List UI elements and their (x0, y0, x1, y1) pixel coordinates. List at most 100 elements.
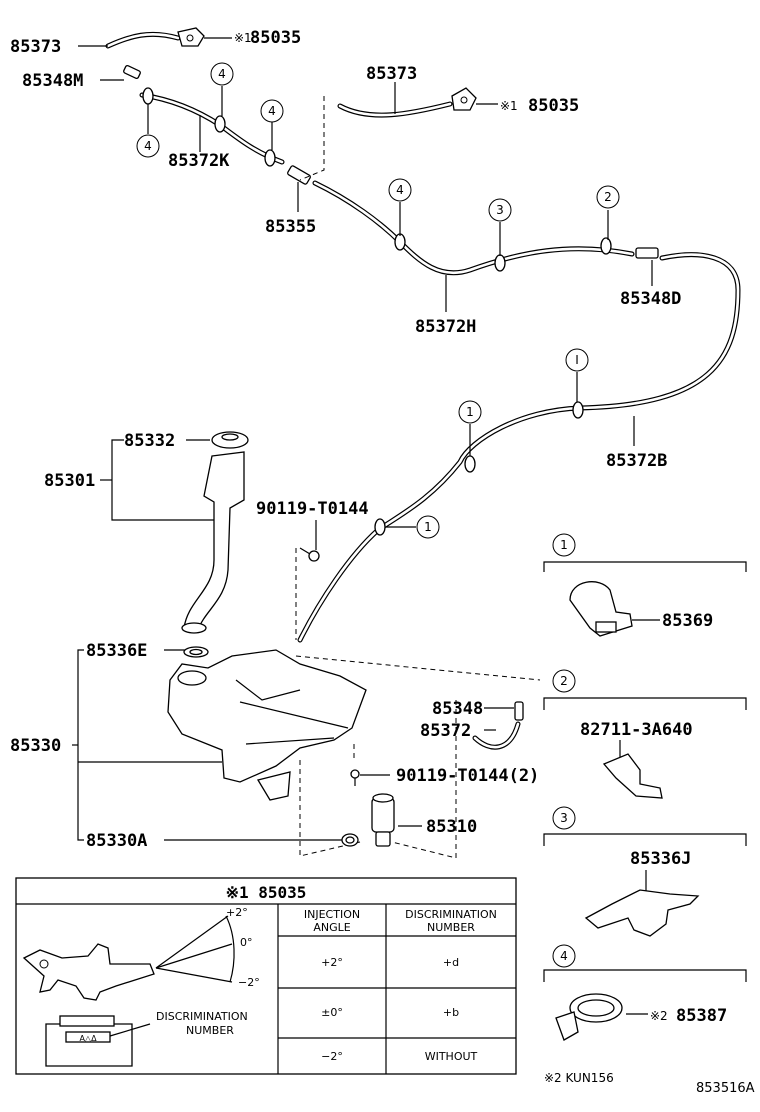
nozzle-85035-left (177, 27, 205, 47)
svg-text:4: 4 (560, 949, 568, 963)
callout-3: 3 (488, 198, 512, 222)
label-85348M: 85348M (22, 71, 83, 91)
cap-85332 (211, 431, 249, 449)
hose-85372B (297, 252, 741, 643)
row-angle: −2° (321, 1050, 343, 1063)
label-85373-right: 85373 (366, 64, 417, 84)
joint-85348M (123, 65, 141, 79)
header-disc-l1: DISCRIMINATION (405, 908, 497, 921)
svg-text:4: 4 (268, 104, 276, 118)
hose-85373-left (105, 31, 181, 49)
label-85035-right: 85035 (528, 96, 579, 116)
nozzle-spray-figure: +2° 0° −2° (22, 906, 260, 1001)
label-85373-left: 85373 (10, 37, 61, 57)
label-85035-left: 85035 (250, 28, 301, 48)
callout-1: 1 (458, 400, 482, 424)
hose-85373-right (337, 101, 453, 118)
disc-label-l1: DISCRIMINATION (156, 1010, 248, 1023)
joint-85348D (635, 247, 659, 259)
row-disc: WITHOUT (425, 1050, 478, 1063)
label-85336E: 85336E (86, 641, 147, 661)
header-disc-l2: NUMBER (427, 921, 475, 934)
svg-text:2: 2 (604, 190, 612, 204)
detail-panel-2: 2 82711-3A640 (543, 669, 747, 799)
callout-1: 1 (416, 515, 440, 539)
svg-text:2: 2 (560, 674, 568, 688)
callout-4: 4 (210, 62, 234, 86)
hose-85372H (312, 180, 635, 276)
leader-lines (72, 37, 660, 1015)
callout-4: 4 (136, 134, 160, 158)
label-85348D: 85348D (620, 289, 681, 309)
disc-label-l2: NUMBER (186, 1024, 234, 1037)
header-injection-l1: INJECTION (304, 908, 360, 921)
svg-text:1: 1 (424, 520, 432, 534)
grommet-85336E (183, 646, 209, 658)
label-85372H: 85372H (415, 317, 476, 337)
pump-85310 (371, 793, 395, 847)
callout-4: 4 (260, 99, 284, 123)
bolt-90119-top (299, 547, 320, 562)
svg-text:4: 4 (396, 183, 404, 197)
label-85332: 85332 (124, 431, 175, 451)
label-90119-mid: 90119-T0144(2) (396, 766, 539, 786)
svg-text:I: I (575, 353, 579, 367)
grommet-85330A (341, 833, 359, 847)
label-85348: 85348 (432, 699, 483, 719)
svg-text:3: 3 (560, 811, 568, 825)
label-82711: 82711-3A640 (580, 720, 693, 740)
tank-85330 (167, 649, 367, 801)
label-85387: 85387 (676, 1006, 727, 1026)
svg-text:1: 1 (466, 405, 474, 419)
svg-text:4: 4 (144, 139, 152, 153)
detail-panel-1: 1 85369 (543, 533, 747, 637)
nozzle-85035-right (451, 87, 477, 111)
callout-circles: 4 4 4 4 3 2 I 1 1 (136, 62, 620, 539)
label-90119-top: 90119-T0144 (256, 499, 369, 519)
row-disc: +d (443, 956, 459, 969)
label-85336J: 85336J (630, 849, 691, 869)
mark-1-left: ※1 (234, 31, 252, 45)
callout-4: 4 (388, 178, 412, 202)
disc-stamp: A△Δ (79, 1034, 97, 1043)
row-angle: +2° (321, 956, 343, 969)
dashed-lines (295, 96, 541, 859)
label-85355: 85355 (265, 217, 316, 237)
svg-text:3: 3 (496, 203, 504, 217)
hose-clamps (142, 87, 612, 536)
callout-2: 2 (596, 185, 620, 209)
row-angle: ±0° (321, 1006, 343, 1019)
part-number-labels: 85373 ※1 85035 85348M 85372K 85355 85373… (10, 28, 681, 851)
hose-85372-pump (472, 721, 521, 750)
header-injection-l2: ANGLE (313, 921, 350, 934)
detail-panel-3: 3 85336J (543, 806, 747, 937)
angle-plus: +2° (226, 906, 248, 919)
label-85372B: 85372B (606, 451, 667, 471)
label-85369: 85369 (662, 611, 713, 631)
svg-text:1: 1 (560, 538, 568, 552)
callout-I: I (565, 348, 589, 372)
label-85372: 85372 (420, 721, 471, 741)
label-85301: 85301 (44, 471, 95, 491)
nozzle-detail-box: ※1 85035 INJECTION ANGLE DISCRIMINATION … (15, 877, 517, 1075)
mark-1-right: ※1 (500, 99, 518, 113)
label-85330A: 85330A (86, 831, 147, 851)
detail-box-title: ※1 85035 (226, 883, 307, 902)
angle-minus: −2° (238, 976, 260, 989)
joint-85355 (287, 165, 311, 185)
row-disc: +b (443, 1006, 459, 1019)
footnote: ※2 KUN156 (544, 1071, 614, 1085)
filler-pipe-85301 (181, 451, 245, 634)
diagram-id: 853516A (696, 1081, 755, 1096)
discrimination-figure: A△Δ DISCRIMINATION NUMBER (45, 1010, 248, 1067)
bolt-90119-mid (350, 769, 360, 786)
label-85330: 85330 (10, 736, 61, 756)
label-85372K: 85372K (168, 151, 230, 171)
label-85310: 85310 (426, 817, 477, 837)
svg-text:4: 4 (218, 67, 226, 81)
angle-zero: 0° (240, 936, 253, 949)
mark-2: ※2 (650, 1009, 668, 1023)
joint-85348 (514, 701, 524, 721)
detail-panel-4: 4 ※2 85387 (543, 944, 747, 1041)
